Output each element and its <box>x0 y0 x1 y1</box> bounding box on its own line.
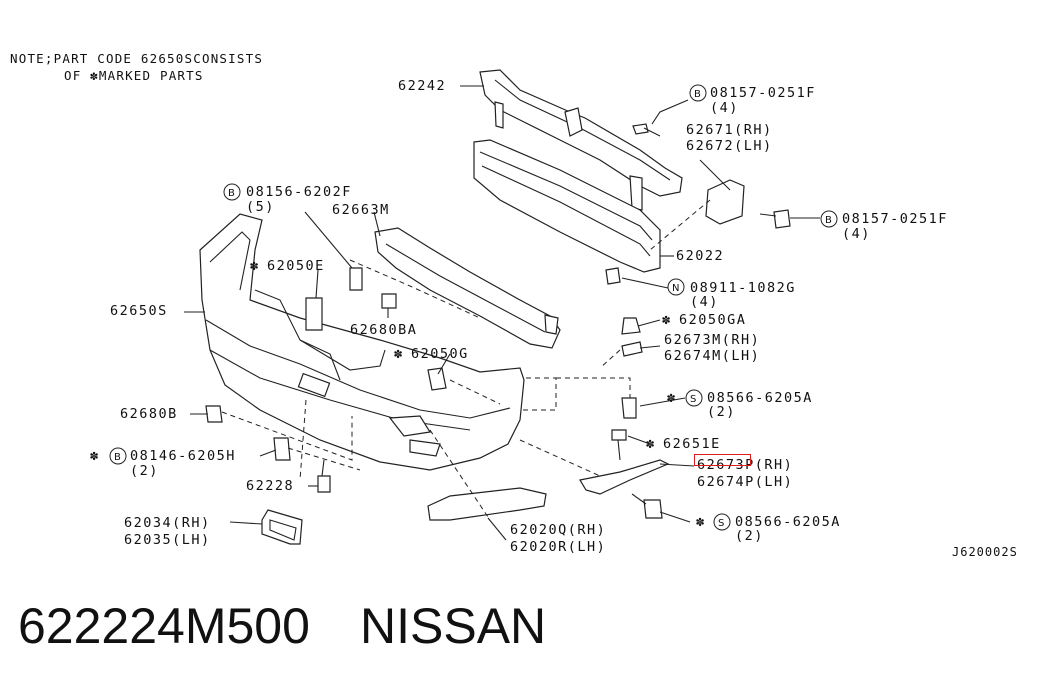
label-08566-a-qty: (2) <box>707 404 736 420</box>
marker-08566-b: ✽ <box>696 514 705 530</box>
label-62242: 62242 <box>398 78 447 94</box>
label-62651e: 62651E <box>663 436 721 452</box>
label-62228: 62228 <box>246 478 295 494</box>
bumper-fascia-62650s <box>199 213 525 471</box>
moulding-62020q <box>427 487 547 521</box>
leader-lines <box>184 85 820 541</box>
assembly-lines <box>221 199 711 521</box>
label-08156: 08156-6202F <box>246 184 352 200</box>
label-62022: 62022 <box>676 248 725 264</box>
label-62680ba: 62680BA <box>350 322 418 338</box>
label-08157-top-qty: (4) <box>710 100 739 116</box>
nut-marker-text: N <box>672 283 679 294</box>
label-08146: 08146-6205H <box>130 448 236 464</box>
bolt-marker-text: B <box>694 89 701 100</box>
fasteners <box>205 123 791 519</box>
marker-62651e: ✽ <box>646 436 655 452</box>
bolt-marker-text: B <box>825 215 832 226</box>
fog-lamp-cover <box>261 509 303 545</box>
label-08911: 08911-1082G <box>690 280 796 296</box>
reinforcement-bracket-62242 <box>479 69 683 211</box>
label-62034: 62034(RH) <box>124 515 211 531</box>
label-62035: 62035(LH) <box>124 532 211 548</box>
marker-62050ga: ✽ <box>662 312 671 328</box>
label-08566-b-qty: (2) <box>735 528 764 544</box>
note-line-2: OF ✽MARKED PARTS <box>64 68 204 83</box>
label-08157-top: 08157-0251F <box>710 85 816 101</box>
label-08157-right: 08157-0251F <box>842 211 948 227</box>
label-62680b: 62680B <box>120 406 178 422</box>
grille-support-62663m <box>374 227 561 349</box>
label-08566-b: 08566-6205A <box>735 514 841 530</box>
label-62674m: 62674M(LH) <box>664 348 761 364</box>
label-62663m: 62663M <box>332 202 390 218</box>
footer-part-number: 622224M500 <box>18 598 310 654</box>
label-62050g: 62050G <box>411 346 469 362</box>
lower-bracket-62673p <box>579 459 670 495</box>
label-62672: 62672(LH) <box>686 138 773 154</box>
bolt-marker-text: B <box>228 188 235 199</box>
label-62050ga: 62050GA <box>679 312 747 328</box>
marker-08146: ✽ <box>90 448 99 464</box>
label-08566-a: 08566-6205A <box>707 390 813 406</box>
note-line-1: NOTE;PART CODE 62650SCONSISTS <box>10 51 264 66</box>
screw-marker-text: S <box>690 394 696 405</box>
label-62050e: 62050E <box>267 258 325 274</box>
marker-62050e: ✽ <box>250 258 259 274</box>
diagram-reference: J620002S <box>952 545 1018 559</box>
label-62674p: 62674P(LH) <box>697 474 794 490</box>
highlight-box-62673p <box>694 454 751 466</box>
side-bracket-62671 <box>705 179 745 225</box>
label-08156-qty: (5) <box>246 199 275 215</box>
marker-62050g: ✽ <box>394 346 403 362</box>
footer-brand: NISSAN <box>360 598 547 654</box>
label-62020q: 62020Q(RH) <box>510 522 607 538</box>
screw-marker-text: S <box>718 518 724 529</box>
marker-08566-a: ✽ <box>667 390 676 406</box>
label-62671: 62671(RH) <box>686 122 773 138</box>
label-08146-qty: (2) <box>130 463 159 479</box>
label-08911-qty: (4) <box>690 294 719 310</box>
label-62650s: 62650S <box>110 303 168 319</box>
label-62673m: 62673M(RH) <box>664 332 761 348</box>
energy-absorber-62022 <box>473 139 661 273</box>
bolt-marker-text: B <box>114 452 121 463</box>
circled-markers: B B B N S B S <box>109 84 838 531</box>
label-08157-right-qty: (4) <box>842 226 871 242</box>
label-62020r: 62020R(LH) <box>510 539 607 555</box>
